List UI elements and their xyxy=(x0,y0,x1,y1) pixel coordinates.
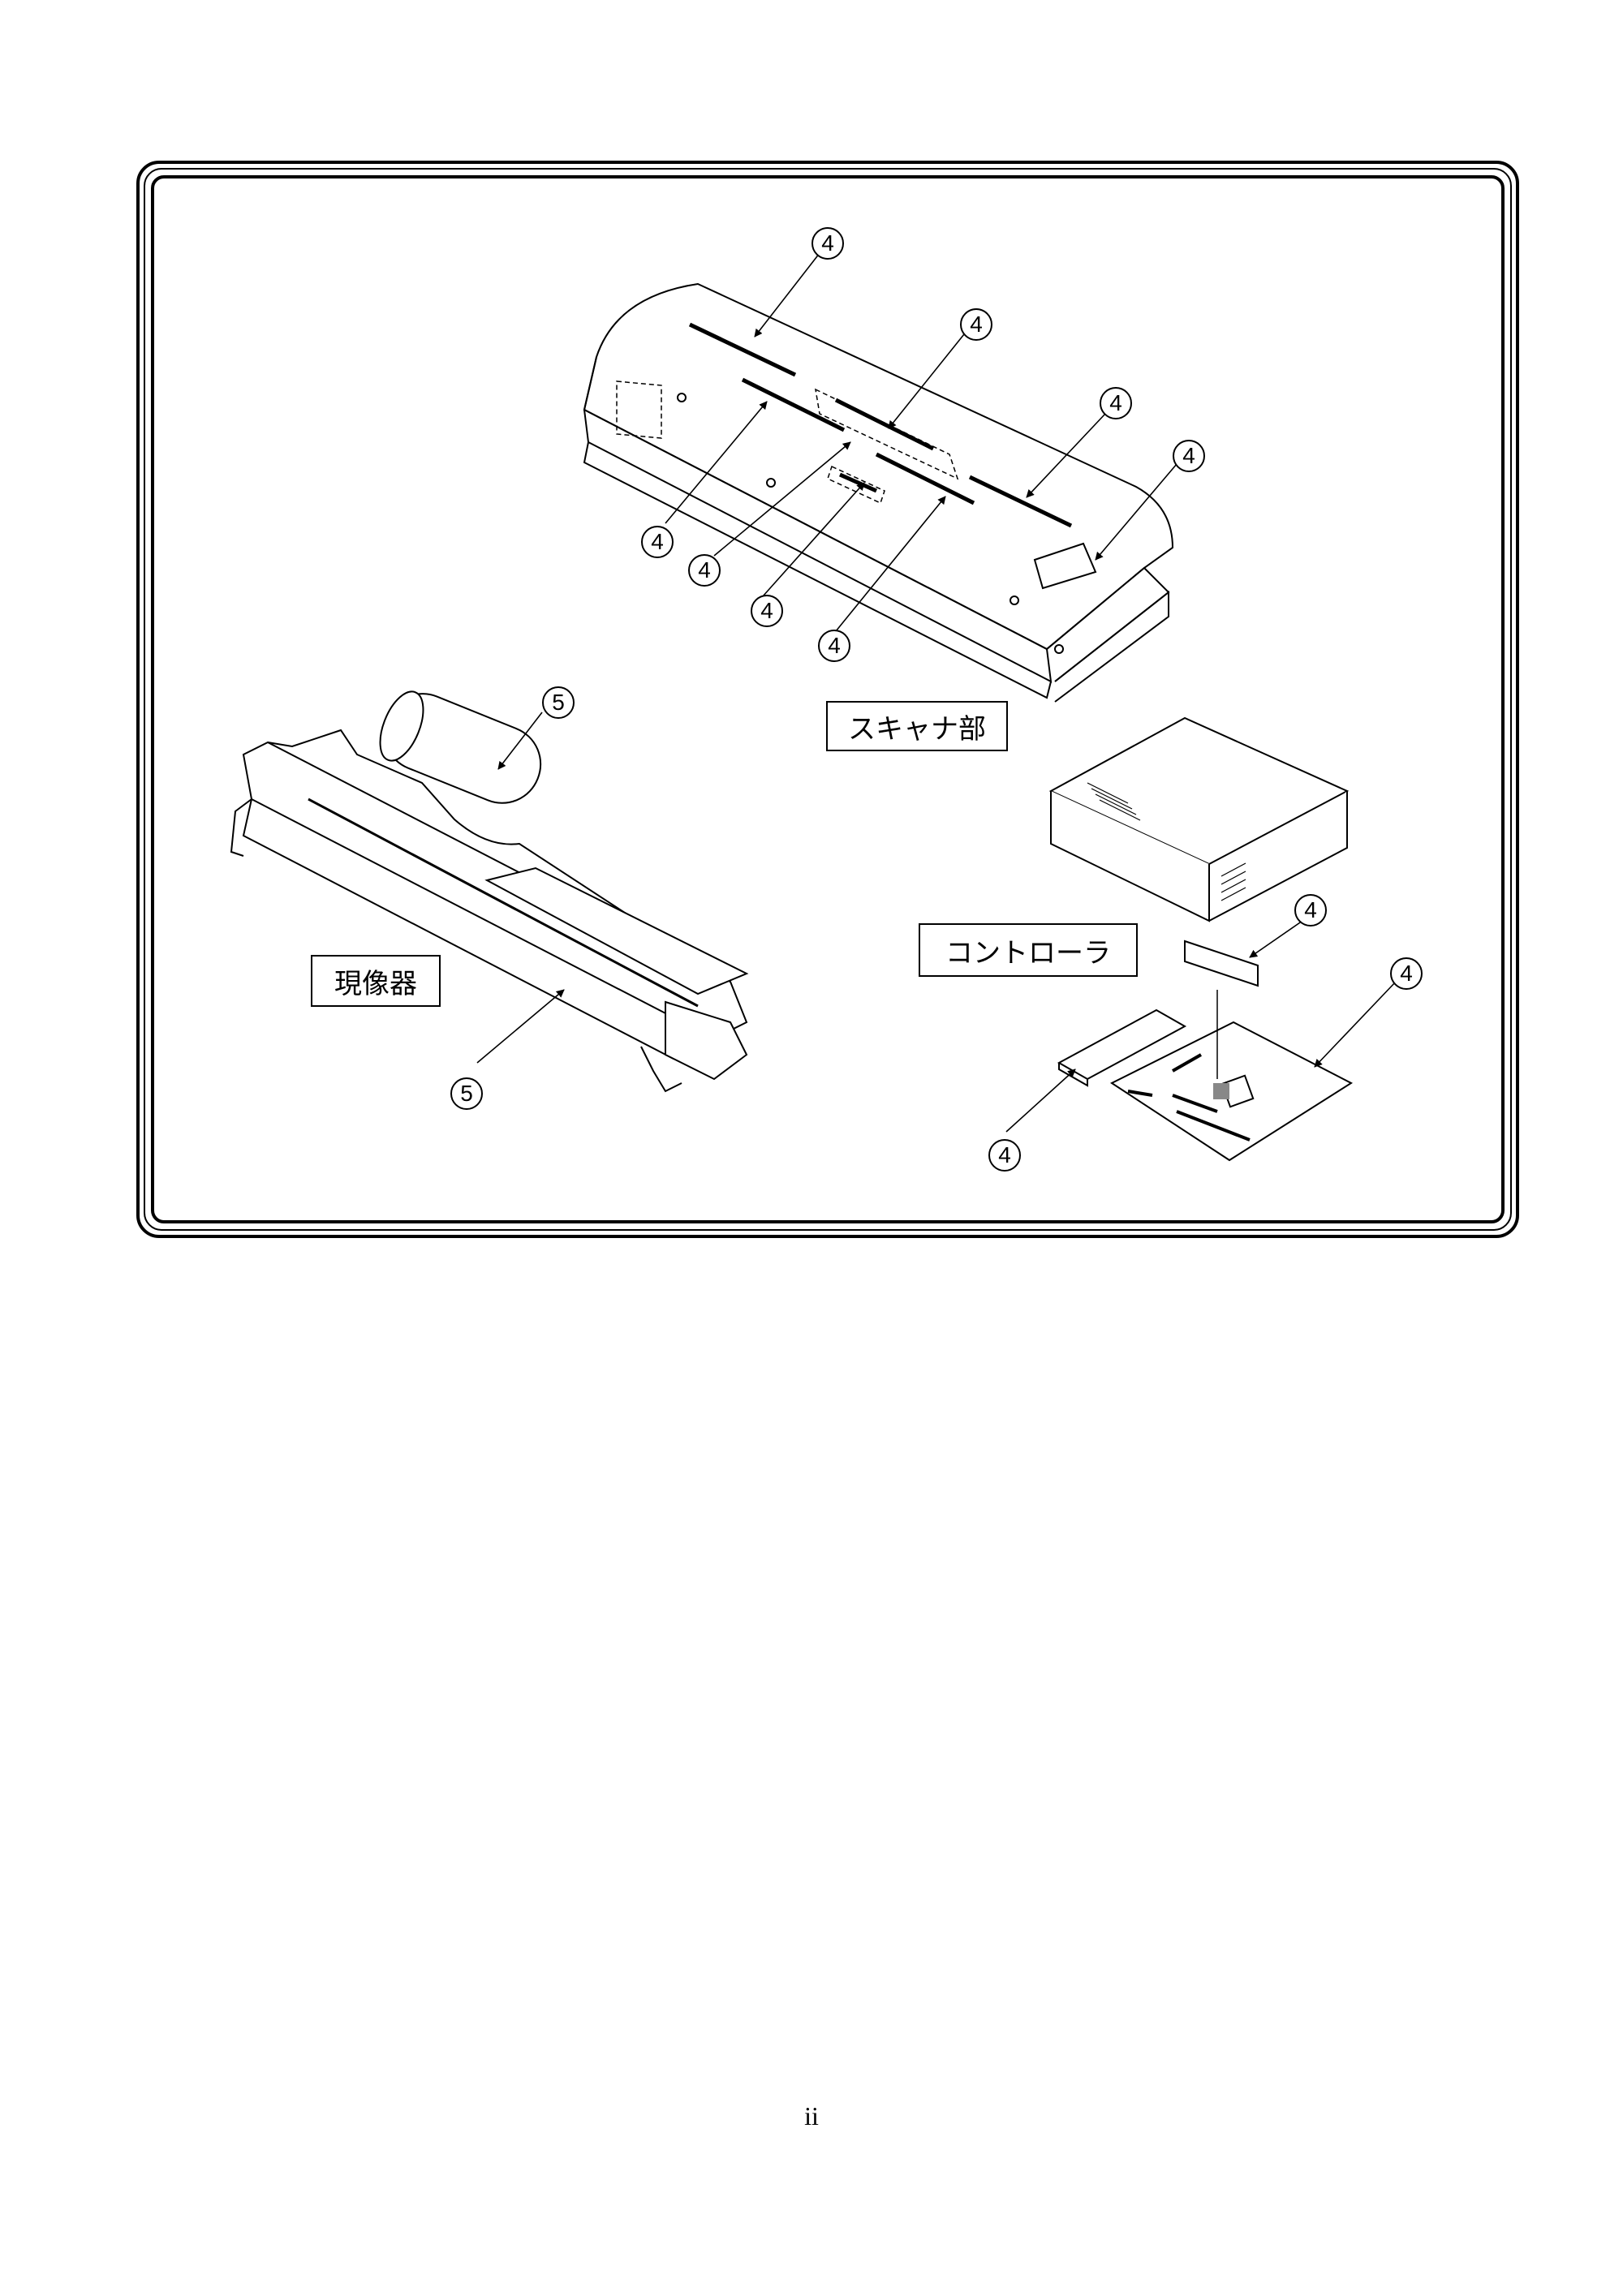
callout-number: 4 xyxy=(751,595,783,627)
callout-number: 4 xyxy=(1294,894,1327,927)
callout-number: 4 xyxy=(688,554,721,587)
label-scanner-unit: スキャナ部 xyxy=(826,701,1008,751)
callout-number: 4 xyxy=(1173,440,1205,472)
scanner-unit-drawing xyxy=(583,282,1174,703)
figure-frame-inner xyxy=(151,175,1505,1223)
controller-board-drawing xyxy=(1057,939,1354,1162)
callout-number: 4 xyxy=(818,630,850,662)
callout-number: 4 xyxy=(960,308,992,341)
callout-leader-lines xyxy=(476,252,1397,1133)
label-developer-unit: 現像器 xyxy=(311,955,441,1007)
callout-number: 4 xyxy=(641,526,674,558)
controller-box-drawing xyxy=(1048,716,1350,922)
callout-number: 4 xyxy=(1100,387,1132,419)
figure-frame-outer xyxy=(136,161,1519,1238)
callout-number: 4 xyxy=(1390,957,1423,990)
developer-unit-drawing xyxy=(230,690,749,1093)
callout-number: 5 xyxy=(542,686,575,719)
callout-number: 4 xyxy=(812,227,844,260)
page-number: ii xyxy=(804,2101,819,2130)
callout-number: 5 xyxy=(450,1077,483,1110)
label-controller: コントローラ xyxy=(919,923,1138,977)
figure-frame-middle xyxy=(144,168,1512,1231)
callout-number: 4 xyxy=(988,1139,1021,1172)
